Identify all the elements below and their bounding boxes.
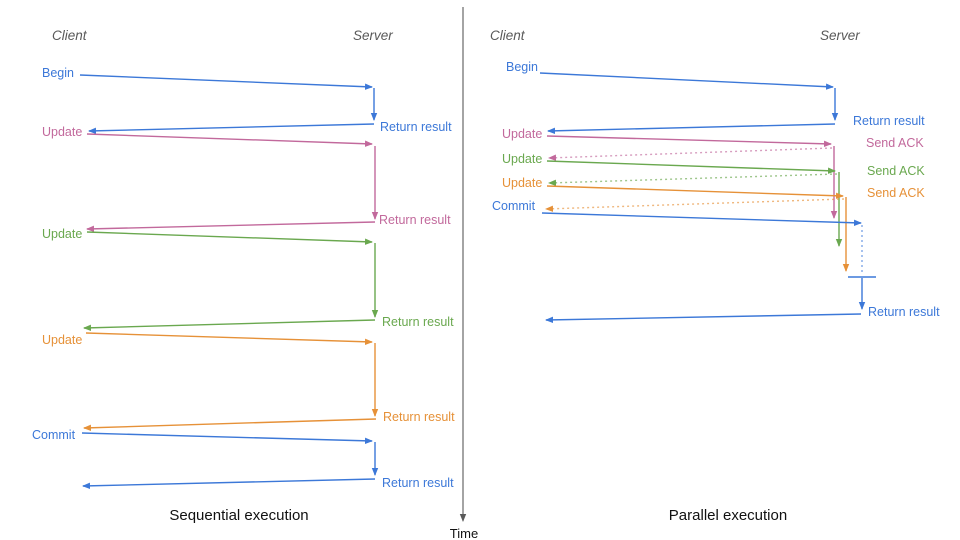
arrow-par-update1-request — [546, 135, 832, 148]
seq-begin-label: Begin — [42, 66, 74, 80]
seq-return-result-5: Return result — [382, 476, 454, 490]
seq-commit-label: Commit — [32, 428, 76, 442]
par-send-ack-2: Send ACK — [867, 164, 925, 178]
arrow-seq-update3-request — [85, 332, 373, 345]
parallel-title: Parallel execution — [669, 507, 787, 524]
arrow-par-commit-request — [541, 212, 862, 226]
arrow-seq-update2-request — [86, 231, 373, 245]
arrow-seq-update3-return — [83, 418, 377, 431]
par-server-heading: Server — [820, 28, 860, 43]
par-update3-label: Update — [502, 176, 542, 190]
seq-return-result-4: Return result — [383, 410, 455, 424]
arrow-par-update2-request — [546, 160, 836, 174]
arrow-par-update3-ack — [545, 198, 845, 212]
seq-update1-label: Update — [42, 125, 82, 139]
par-update1-label: Update — [502, 127, 542, 141]
arrow-seq-update2-return — [83, 319, 376, 332]
seq-update2-label: Update — [42, 227, 82, 241]
sequential-title: Sequential execution — [169, 507, 308, 524]
arrow-seq-begin-request — [79, 74, 373, 90]
arrow-seq-begin-return — [88, 123, 375, 135]
par-begin-label: Begin — [506, 60, 538, 74]
seq-client-heading: Client — [52, 28, 88, 43]
arrow-par-update3-request — [546, 185, 844, 199]
par-update2-label: Update — [502, 152, 542, 166]
arrow-par-begin-request — [539, 72, 834, 90]
arrow-seq-commit-request — [81, 432, 373, 445]
time-axis-label: Time — [450, 526, 478, 540]
seq-return-result-3: Return result — [382, 315, 454, 329]
par-return-result-2: Return result — [868, 305, 940, 319]
arrow-seq-update1-return — [86, 221, 376, 233]
arrow-seq-update1-request — [86, 133, 373, 147]
seq-return-result-1: Return result — [380, 120, 452, 134]
seq-return-result-2: Return result — [379, 213, 451, 227]
arrow-par-commit-return — [545, 313, 862, 324]
arrow-par-begin-return — [547, 123, 836, 135]
par-send-ack-1: Send ACK — [866, 136, 924, 150]
par-commit-label: Commit — [492, 199, 536, 213]
par-client-heading: Client — [490, 28, 526, 43]
arrow-par-update1-ack — [548, 147, 833, 161]
par-return-result-1: Return result — [853, 114, 925, 128]
arrow-par-update2-ack — [548, 173, 838, 186]
par-send-ack-3: Send ACK — [867, 186, 925, 200]
seq-server-heading: Server — [353, 28, 393, 43]
arrow-seq-commit-return — [82, 478, 376, 490]
seq-update3-label: Update — [42, 333, 82, 347]
